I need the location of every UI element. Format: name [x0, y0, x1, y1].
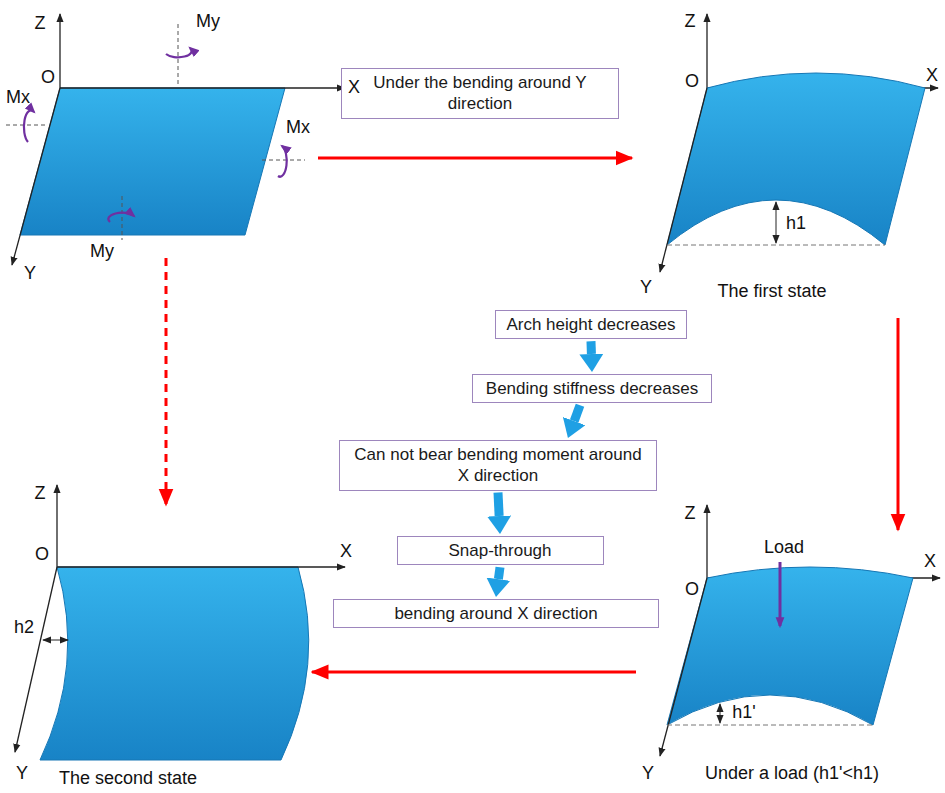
figure-label: Y: [16, 764, 28, 784]
box-text: Snap-through: [408, 540, 593, 561]
process-box: Snap-through: [397, 536, 604, 565]
figure-label: X: [926, 66, 938, 86]
figure-label: h1': [732, 703, 755, 723]
figure-label: O: [685, 72, 699, 92]
process-box: Arch height decreases: [495, 310, 686, 339]
flow-arrow: [498, 493, 499, 517]
figure-label: My: [196, 12, 220, 32]
second-state-plate: [15, 485, 345, 760]
figure-label: The first state: [717, 282, 826, 302]
figure-label: O: [35, 545, 49, 565]
process-box: Under the bending around Y direction: [341, 68, 619, 119]
flow-arrow: [574, 405, 580, 421]
loaded-plate: [660, 505, 940, 756]
flow-arrow: [498, 567, 500, 579]
figure-label: Load: [764, 538, 804, 558]
box-text: bending around X direction: [344, 603, 648, 624]
figure-label: Under a load (h1'<h1): [705, 764, 879, 784]
state-transition-arrows: [166, 158, 898, 672]
box-text: Bending stiffness decreases: [483, 378, 701, 399]
box-text: Can not bear bending moment around X dir…: [350, 444, 646, 487]
box-text: Under the bending around Y direction: [352, 72, 608, 115]
process-box: bending around X direction: [333, 599, 659, 628]
figure-label: My: [90, 242, 114, 262]
figure-label: Y: [24, 264, 36, 284]
initial-plate: [6, 14, 345, 265]
figure-label: Z: [35, 484, 46, 504]
figure-label: Z: [685, 12, 696, 32]
figure-label: Y: [642, 764, 654, 784]
figure-label: Z: [35, 14, 46, 34]
figure-label: X: [348, 78, 360, 98]
figure-label: Mx: [6, 88, 30, 108]
figure-label: Z: [685, 504, 696, 524]
figure-label: O: [685, 580, 699, 600]
process-box: Can not bear bending moment around X dir…: [339, 440, 657, 491]
figure-label: X: [924, 552, 936, 572]
figure-label: The second state: [59, 769, 197, 789]
figure-label: h1: [786, 214, 806, 234]
figure-label: Mx: [286, 118, 310, 138]
figure-label: O: [41, 68, 55, 88]
flow-arrow: [587, 341, 596, 354]
figure-label: h2: [14, 618, 34, 638]
box-text: Arch height decreases: [506, 314, 675, 335]
figure-label: X: [340, 542, 352, 562]
process-box: Bending stiffness decreases: [472, 374, 712, 403]
figure-label: Y: [640, 278, 652, 298]
first-state-plate: [660, 14, 938, 272]
